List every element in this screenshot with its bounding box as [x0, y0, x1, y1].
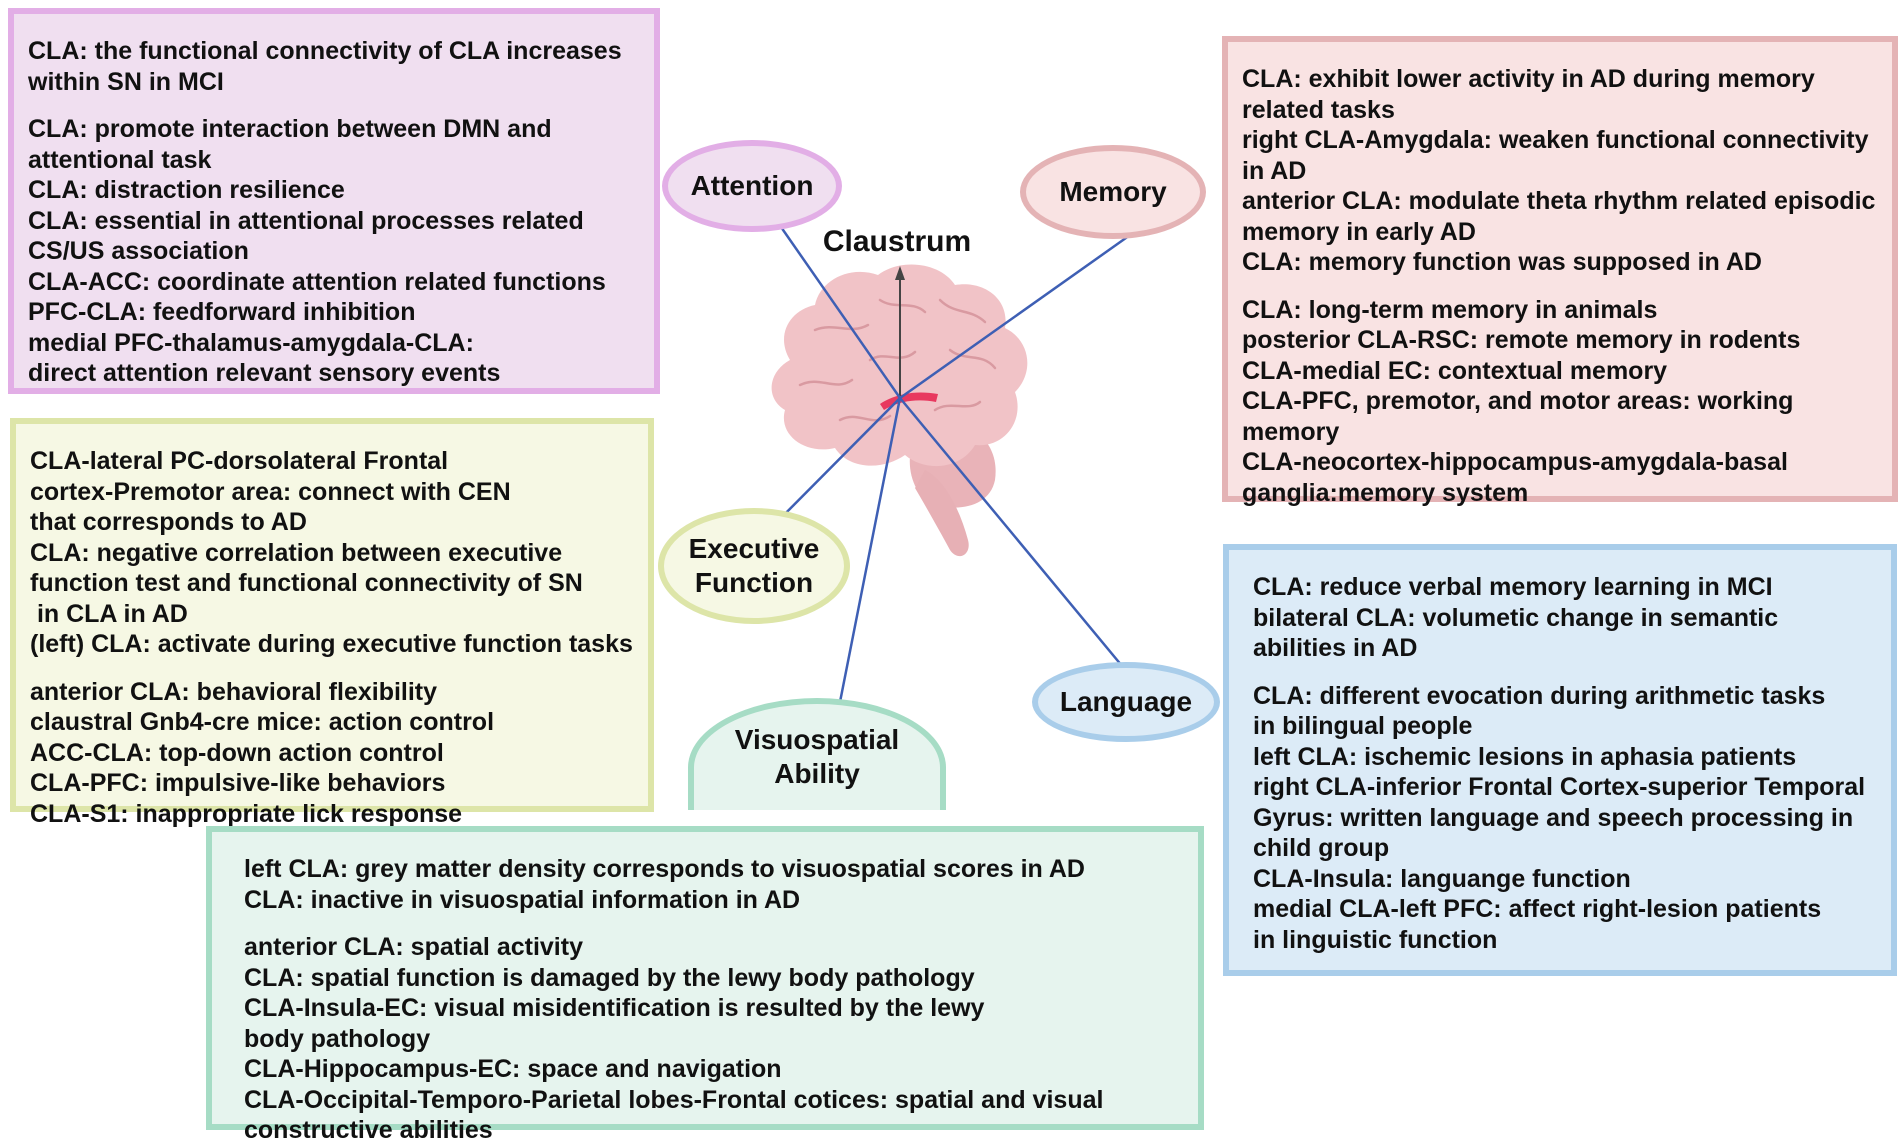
finding-line: in CLA in AD — [30, 599, 188, 628]
executive-function-ellipse: Executive Function — [658, 508, 850, 624]
finding-line: CLA: spatial function is damaged by the … — [244, 963, 975, 992]
finding-line: CLA: inactive in visuospatial informatio… — [244, 885, 801, 914]
executive-label-line1: Executive — [688, 533, 820, 564]
finding-line: CLA: distraction resilience — [28, 176, 345, 204]
finding-line: medial PFC-thalamus-amygdala-CLA: — [28, 328, 474, 357]
finding-line: claustral Gnb4-cre mice: action control — [30, 708, 495, 736]
finding-line: posterior CLA-RSC: remote memory in rode… — [1242, 326, 1801, 354]
brainstem-shape — [915, 470, 969, 557]
visuospatial-ability-ellipse: Visuospatial Ability — [688, 698, 946, 810]
language-findings-box: CLA: reduce verbal memory learning in MC… — [1223, 544, 1897, 976]
finding-line: CLA: promote interaction between DMN and — [28, 115, 552, 143]
finding-line: PFC-CLA: feedforward inhibition — [28, 298, 416, 326]
finding-line: cortex-Premotor area: connect with CEN — [30, 477, 511, 506]
finding-line: within SN in MCI — [28, 67, 224, 96]
claustrum-arrow — [895, 266, 905, 396]
attention-findings-box: CLA: the functional connectivity of CLA … — [8, 8, 660, 394]
finding-line: left CLA: ischemic lesions in aphasia pa… — [1253, 742, 1797, 771]
executive-label-line2: Function — [694, 567, 814, 598]
language-ellipse: Language — [1032, 662, 1220, 742]
finding-line: CLA: long-term memory in animals — [1242, 295, 1658, 324]
memory-ellipse: Memory — [1020, 145, 1206, 239]
finding-line: related tasks — [1242, 95, 1395, 124]
attention-label: Attention — [690, 170, 814, 201]
connector-attention — [763, 203, 902, 399]
visuospatial-label-line1: Visuospatial — [734, 724, 900, 755]
attention-ellipse: Attention — [662, 140, 842, 232]
finding-line: ganglia:memory system — [1242, 478, 1529, 507]
finding-line: anterior CLA: spatial activity — [244, 933, 583, 961]
memory-findings-box: CLA: exhibit lower activity in AD during… — [1222, 36, 1898, 507]
finding-line: CLA-PFC, premotor, and motor areas: work… — [1242, 387, 1794, 415]
finding-line: CLA-Insula-EC: visual misidentification … — [244, 994, 985, 1022]
finding-line: CLA: memory function was supposed in AD — [1242, 248, 1762, 276]
visuospatial-findings-box: left CLA: grey matter density correspond… — [206, 826, 1204, 1144]
finding-line: Gyrus: written language and speech proce… — [1253, 803, 1854, 832]
finding-line: bilateral CLA: volumetic change in seman… — [1253, 603, 1779, 632]
finding-line: body pathology — [244, 1024, 431, 1053]
finding-line: CLA-neocortex-hippocampus-amygdala-basal — [1242, 448, 1788, 476]
finding-line: CLA-Hippocampus-EC: space and navigation — [244, 1055, 782, 1083]
finding-line: in bilingual people — [1253, 712, 1473, 740]
finding-line: CLA-PFC: impulsive-like behaviors — [30, 769, 446, 797]
finding-line: attentional task — [28, 145, 212, 174]
finding-line: memory — [1242, 417, 1340, 446]
claustrum-label: Claustrum — [822, 225, 972, 258]
language-label: Language — [1059, 686, 1193, 717]
executive-function-label: Executive Function — [689, 532, 820, 600]
finding-line: (left) CLA: activate during executive fu… — [30, 630, 633, 658]
visuospatial-ability-label: Visuospatial Ability — [735, 723, 899, 791]
finding-line: CLA-Insula: languange function — [1253, 864, 1631, 893]
finding-line: right CLA-Amygdala: weaken functional co… — [1242, 126, 1869, 154]
finding-line: CLA-S1: inappropriate lick response — [30, 799, 463, 828]
finding-line: CLA-medial EC: contextual memory — [1242, 356, 1668, 385]
finding-line: CLA: exhibit lower activity in AD during… — [1242, 65, 1815, 93]
finding-line: child group — [1253, 834, 1390, 862]
finding-line: direct attention relevant sensory events — [28, 359, 501, 387]
gyri-lines — [798, 298, 997, 422]
finding-line: CLA: negative correlation between execut… — [30, 538, 563, 567]
connector-language — [899, 397, 1133, 679]
memory-label: Memory — [1059, 176, 1167, 207]
finding-line: in linguistic function — [1253, 925, 1498, 954]
finding-line: ACC-CLA: top-down action control — [30, 738, 444, 767]
finding-line: CLA: reduce verbal memory learning in MC… — [1253, 573, 1773, 601]
finding-line: CLA-ACC: coordinate attention related fu… — [28, 267, 606, 296]
visuospatial-label-line2: Ability — [774, 758, 860, 789]
claustrum-marker — [880, 392, 938, 410]
connector-visuospatial — [838, 397, 902, 703]
finding-line: anterior CLA: modulate theta rhythm rela… — [1242, 187, 1876, 215]
finding-line: CLA-lateral PC-dorsolateral Frontal — [30, 447, 449, 475]
finding-line: memory in early AD — [1242, 217, 1476, 246]
finding-line: CS/US association — [28, 237, 249, 265]
finding-line: medial CLA-left PFC: affect right-lesion… — [1253, 895, 1822, 923]
finding-line: right CLA-inferior Frontal Cortex-superi… — [1253, 773, 1866, 801]
finding-line: left CLA: grey matter density correspond… — [244, 855, 1085, 883]
finding-line: that corresponds to AD — [30, 508, 307, 536]
finding-line: in AD — [1242, 156, 1307, 185]
finding-line: CLA: different evocation during arithmet… — [1253, 681, 1826, 710]
finding-line: CLA: the functional connectivity of CLA … — [28, 37, 622, 65]
finding-line: function test and functional connectivit… — [30, 569, 583, 597]
finding-line: anterior CLA: behavioral flexibility — [30, 677, 438, 706]
finding-line: CLA-Occipital-Temporo-Parietal lobes-Fro… — [244, 1085, 1104, 1114]
finding-line: CLA: essential in attentional processes … — [28, 206, 584, 235]
finding-line: abilities in AD — [1253, 634, 1418, 662]
connector-memory — [899, 226, 1141, 400]
